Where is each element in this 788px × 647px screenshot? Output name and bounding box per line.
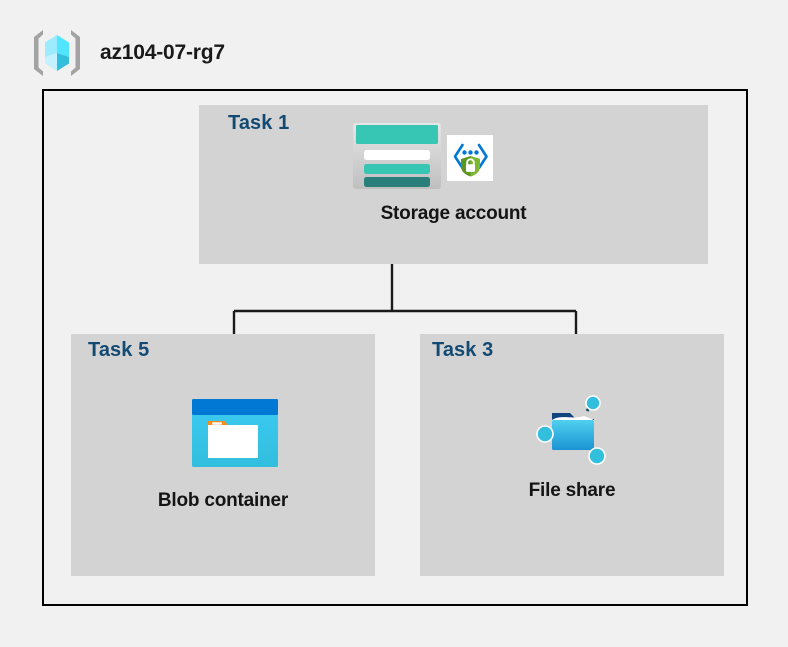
blob-container-icon xyxy=(192,399,278,467)
data-encryption-icon xyxy=(447,135,493,181)
task-group-storage-account xyxy=(199,105,708,264)
storage-account-icon xyxy=(352,122,442,190)
task-label-3: Task 3 xyxy=(432,339,494,361)
azure-resource-group-icon xyxy=(28,24,86,82)
storage-account-caption: Storage account xyxy=(380,203,527,224)
task-label-5: Task 5 xyxy=(88,339,150,361)
file-share-icon xyxy=(532,393,614,469)
resource-group-title: az104-07-rg7 xyxy=(100,41,225,64)
file-share-caption: File share xyxy=(528,480,616,501)
blob-container-caption: Blob container xyxy=(157,490,289,511)
task-label-1: Task 1 xyxy=(228,112,290,134)
resource-group-boundary xyxy=(42,89,748,606)
task-group-file-share xyxy=(420,334,724,576)
resource-group-header: az104-07-rg7 xyxy=(28,22,225,84)
